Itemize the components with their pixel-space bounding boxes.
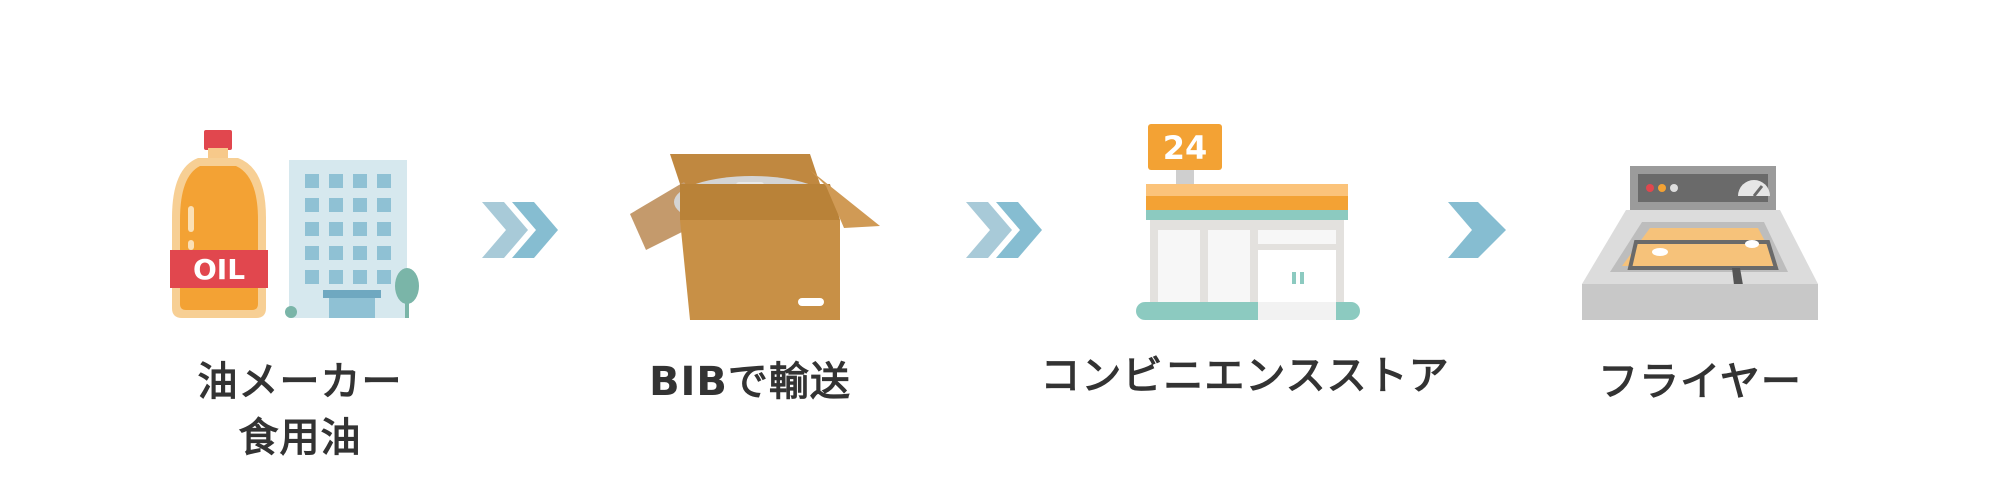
oil-bottle-icon: OIL — [170, 130, 268, 318]
convenience-store-icon: 24 — [1136, 124, 1360, 320]
step-label-bib-transport: BIBで輸送 — [610, 354, 890, 410]
store-sign-text: 24 — [1163, 129, 1208, 167]
oil-bottle-text: OIL — [193, 253, 245, 286]
deep-fryer-icon — [1582, 166, 1818, 320]
step-label-fryer: フライヤー — [1570, 354, 1830, 410]
label-line: 油メーカー — [197, 359, 403, 405]
step-label-convenience-store: コンビニエンスストア — [1000, 348, 1490, 404]
label-line: BIBで輸送 — [649, 359, 851, 405]
office-building-icon — [285, 160, 419, 318]
label-line: 食用油 — [238, 415, 362, 461]
label-line: コンビニエンスストア — [1040, 353, 1450, 399]
chevron-right-icon — [1448, 202, 1506, 258]
double-chevron-right-icon — [966, 202, 1042, 258]
step-label-oil-maker: 油メーカー 食用油 — [170, 354, 430, 466]
label-line: フライヤー — [1598, 359, 1802, 405]
double-chevron-right-icon — [482, 202, 558, 258]
cardboard-box-icon — [630, 154, 880, 320]
